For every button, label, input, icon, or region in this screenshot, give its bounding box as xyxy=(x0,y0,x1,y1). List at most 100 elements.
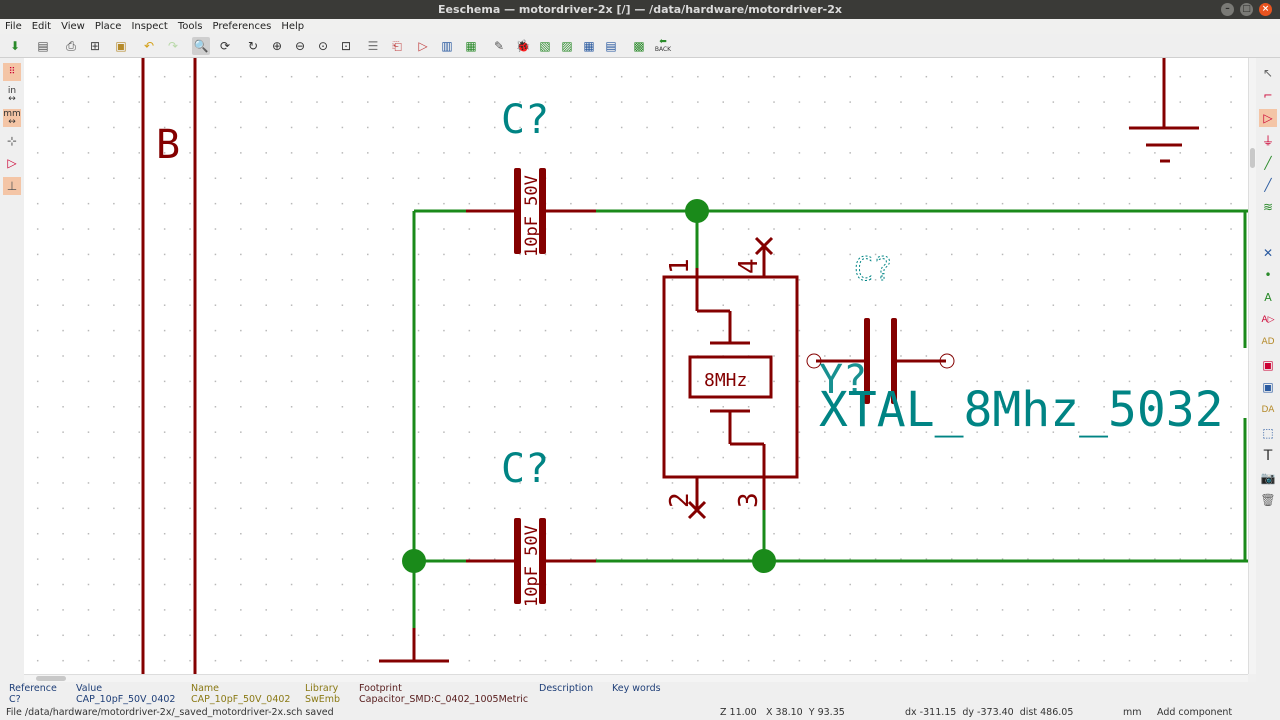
table-icon[interactable]: ▦ xyxy=(583,39,595,53)
right-toolbar: ↖ ⌐ ▷ ⏚ ╱ ╱ ≋ ✕ • A A▷ AD ▣ ▣ DA ⬚ T 📷 🗑 xyxy=(1256,58,1280,682)
menu-preferences[interactable]: Preferences xyxy=(212,21,272,32)
add-symbol-icon[interactable]: ▷ xyxy=(1259,109,1277,127)
units-mm-label: mm xyxy=(3,109,21,119)
find-icon[interactable]: 🔍 xyxy=(192,37,210,55)
delete-icon[interactable]: 🗑 xyxy=(1260,493,1276,507)
paste-icon[interactable]: ▣ xyxy=(115,39,127,53)
add-junction-icon[interactable]: • xyxy=(1264,268,1272,282)
select-arrow-icon[interactable]: ↖ xyxy=(1262,66,1274,80)
vertical-scroll-thumb[interactable] xyxy=(1250,148,1255,168)
cap-bottom-value: 10pF 50V xyxy=(522,525,542,607)
info-footprint-label: Footprint xyxy=(359,683,402,694)
units-inch-button[interactable]: in↔ xyxy=(7,86,17,104)
leave-sheet-icon[interactable]: ⎗ xyxy=(392,38,402,53)
status-delta: dx -311.15 dy -373.40 dist 486.05 xyxy=(905,707,1074,718)
minimize-button[interactable]: – xyxy=(1221,3,1234,16)
add-wire-icon[interactable]: ╱ xyxy=(1264,156,1272,170)
find-replace-icon[interactable]: ⟳ xyxy=(219,39,231,53)
add-label-icon[interactable]: A xyxy=(1264,290,1272,304)
spreadsheet-icon[interactable]: ▤ xyxy=(605,39,617,53)
moving-xtal-value: XTAL_8Mhz_5032 xyxy=(819,382,1224,438)
add-bus-icon[interactable]: ╱ xyxy=(1264,178,1272,192)
wire-angle-icon[interactable]: ⊥ xyxy=(3,177,21,195)
add-graphic-lines-icon[interactable]: ⬚ xyxy=(1262,426,1274,440)
ground-symbol-top[interactable] xyxy=(1129,58,1199,163)
info-keywords-label: Key words xyxy=(612,683,661,694)
back-arrow-icon: ⬅ xyxy=(659,37,667,47)
crystal-pin2: 2 xyxy=(665,492,695,508)
info-description: Description xyxy=(539,683,593,694)
undo-icon[interactable]: ↶ xyxy=(143,39,155,53)
menu-file[interactable]: File xyxy=(5,21,22,32)
info-library-value: SwEmb xyxy=(305,694,341,705)
close-button[interactable]: × xyxy=(1259,3,1272,16)
crystal-pin3: 3 xyxy=(734,492,764,508)
no-connect-icon[interactable]: ✕ xyxy=(1262,246,1274,260)
zoom-in-icon[interactable]: ⊕ xyxy=(271,39,283,53)
hierarchy-icon[interactable]: ☰ xyxy=(367,39,379,53)
menu-view[interactable]: View xyxy=(61,21,85,32)
annotate-icon[interactable]: ▦ xyxy=(465,39,477,53)
menu-inspect[interactable]: Inspect xyxy=(131,21,168,32)
zoom-fit-icon[interactable]: ⊙ xyxy=(317,39,329,53)
add-text-icon[interactable]: T xyxy=(1263,448,1273,464)
info-library-label: Library xyxy=(305,683,339,694)
window-title: Eeschema — motordriver-2x [/] — /data/ha… xyxy=(438,3,842,16)
add-global-label-icon[interactable]: A▷ xyxy=(1261,315,1275,325)
info-value: Value CAP_10pF_50V_0402 xyxy=(76,683,175,705)
vertical-scrollbar[interactable] xyxy=(1248,58,1256,674)
horizontal-scroll-thumb[interactable] xyxy=(36,676,66,681)
netlist-icon[interactable]: 🐞 xyxy=(515,39,531,53)
zoom-out-icon[interactable]: ⊖ xyxy=(294,39,306,53)
crystal-8mhz[interactable] xyxy=(662,236,799,520)
menu-tools[interactable]: Tools xyxy=(177,21,203,32)
plot-icon[interactable]: ⊞ xyxy=(89,39,101,53)
maximize-button[interactable]: □ xyxy=(1240,3,1253,16)
capacitor-being-placed[interactable]: C? xyxy=(806,250,955,407)
status-message: File /data/hardware/motordriver-2x/_save… xyxy=(6,707,334,718)
menu-place[interactable]: Place xyxy=(94,21,122,32)
info-description-label: Description xyxy=(539,683,594,694)
capacitor-top[interactable]: C? 10pF 50V xyxy=(466,97,596,257)
cap-top-value: 10pF 50V xyxy=(522,175,542,257)
highlight-net-icon[interactable]: ⌐ xyxy=(1263,88,1273,102)
info-value-value: CAP_10pF_50V_0402 xyxy=(76,694,176,705)
add-sheet-pin-icon[interactable]: DA xyxy=(1261,405,1275,415)
info-name: Name CAP_10pF_50V_0402 xyxy=(191,683,290,705)
horizontal-scrollbar[interactable] xyxy=(24,674,1248,682)
wire-to-bus-icon[interactable]: ≋ xyxy=(1262,200,1274,214)
main-toolbar: ⬇ ▤ ⎙ ⊞ ▣ ↶ ↷ 🔍 ⟳ ↻ ⊕ ⊖ ⊙ ⊡ ☰ ⎗ ▷ ▥ ▦ ✎ … xyxy=(0,34,1280,58)
back-label: BACK xyxy=(654,46,672,53)
add-hier-label-icon[interactable]: AD xyxy=(1261,337,1275,347)
menu-help[interactable]: Help xyxy=(281,21,305,32)
units-mm-button[interactable]: mm↔ xyxy=(3,109,21,127)
hidden-pins-icon[interactable]: ▷ xyxy=(7,156,17,170)
cursor-shape-icon[interactable]: ⊹ xyxy=(6,134,18,148)
schematic-canvas[interactable]: B C xyxy=(24,58,1248,674)
pcbnew-icon[interactable]: ▩ xyxy=(633,39,645,53)
redo-icon[interactable]: ↷ xyxy=(167,39,179,53)
status-zoom: Z 11.00 xyxy=(720,707,757,718)
symbol-editor-icon[interactable]: ▷ xyxy=(418,39,428,53)
bom-icon[interactable]: ▨ xyxy=(561,39,573,53)
add-sheet-icon[interactable]: ▣ xyxy=(1262,358,1274,372)
save-icon[interactable]: ⬇ xyxy=(9,39,21,53)
add-image-icon[interactable]: 📷 xyxy=(1260,471,1276,485)
ground-symbol-bottom[interactable] xyxy=(379,628,449,663)
page-settings-icon[interactable]: ▤ xyxy=(37,39,49,53)
add-power-icon[interactable]: ⏚ xyxy=(1261,133,1274,148)
print-icon[interactable]: ⎙ xyxy=(66,38,76,53)
library-browser-icon[interactable]: ▥ xyxy=(441,39,453,53)
grid-toggle-icon[interactable]: ⠿ xyxy=(3,63,21,81)
crystal-value: 8MHz xyxy=(704,370,747,391)
refresh-icon[interactable]: ↻ xyxy=(247,39,259,53)
status-mode: Add component xyxy=(1157,707,1233,718)
capacitor-bottom[interactable]: C? 10pF 50V xyxy=(466,446,596,607)
erc-icon[interactable]: ✎ xyxy=(493,39,505,53)
assign-footprints-icon[interactable]: ▧ xyxy=(539,39,551,53)
menu-edit[interactable]: Edit xyxy=(31,21,52,32)
info-reference-label: Reference xyxy=(9,683,57,694)
import-sheet-pin-icon[interactable]: ▣ xyxy=(1262,380,1274,394)
zoom-selection-icon[interactable]: ⊡ xyxy=(340,39,352,53)
back-button[interactable]: ⬅ BACK xyxy=(652,37,674,55)
